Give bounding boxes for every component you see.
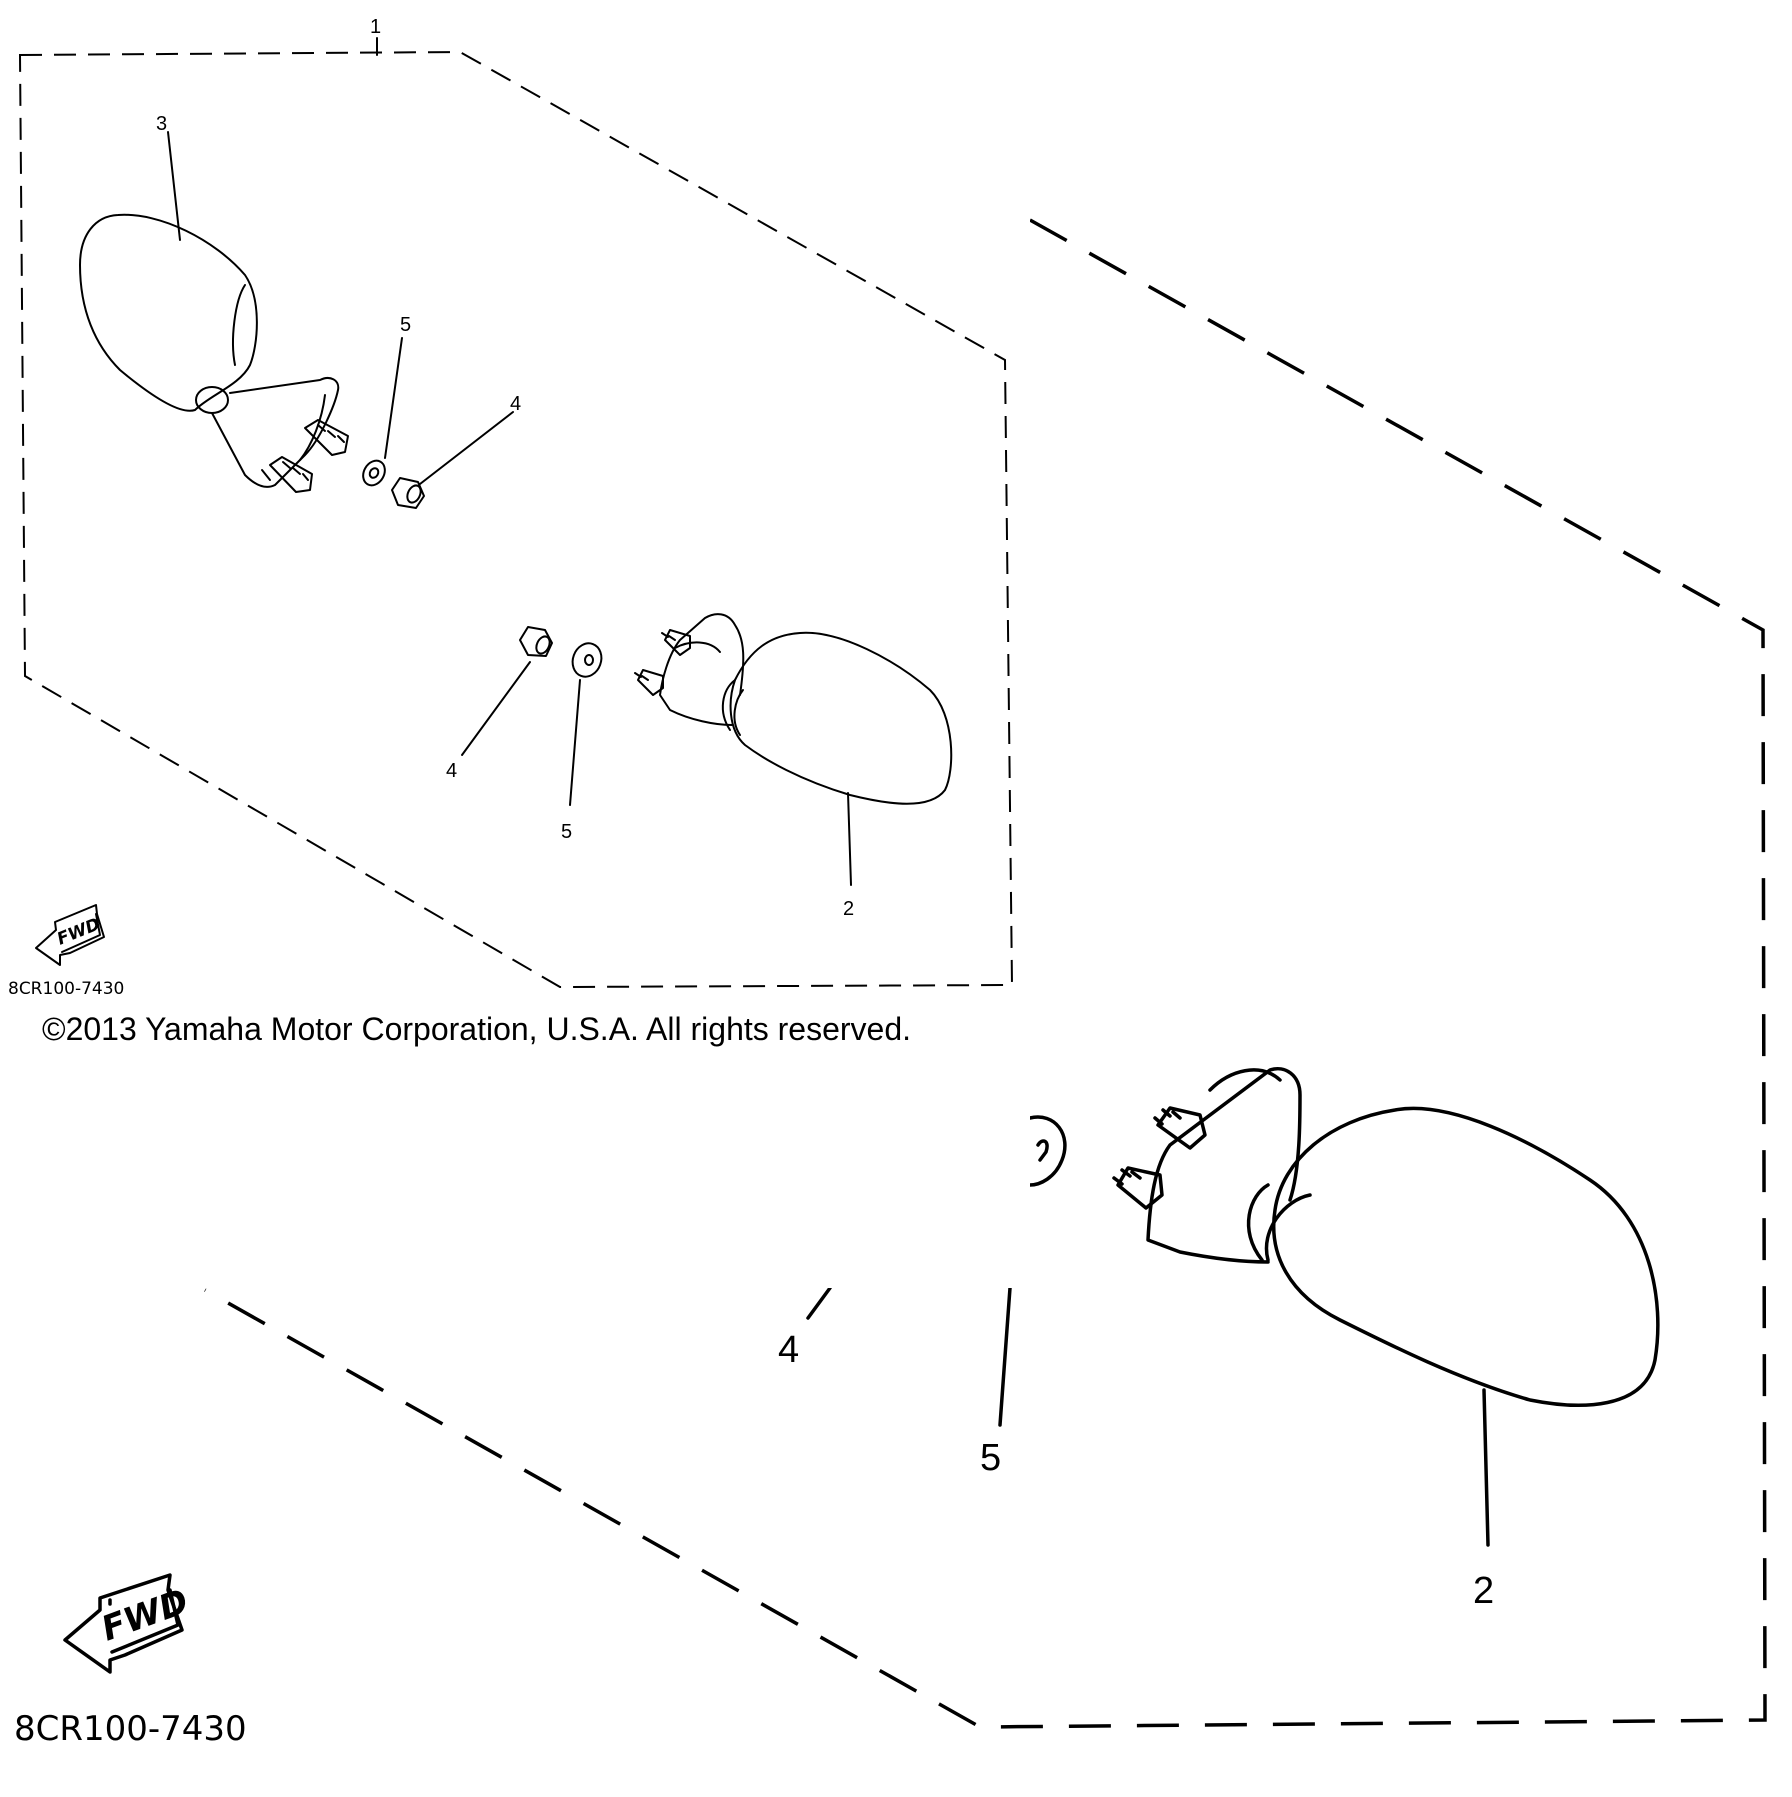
mirror-right-callout: 2 (843, 898, 854, 920)
washer-bottom (569, 642, 603, 806)
washer-top-callout: 5 (400, 314, 411, 336)
zoom-fwd-arrow-icon: FWD (63, 1573, 194, 1674)
mirror-left-callout: 3 (156, 113, 167, 135)
assembly-callout: 1 (370, 16, 381, 38)
zoomed-view: 4 5 2 FWD 8CR100-7430 (14, 218, 1767, 1749)
zoom-mirror-right (1112, 1067, 1660, 1547)
diagram-code: 8CR100-7430 (8, 979, 124, 999)
inset-view: 1 3 5 4 (8, 16, 1014, 1047)
nut-bottom-callout: 4 (446, 760, 457, 782)
copyright: ©2013 Yamaha Motor Corporation, U.S.A. A… (42, 1011, 911, 1047)
zoom-mirror-right-callout: 2 (1473, 1570, 1494, 1612)
washer-bottom-callout: 5 (561, 821, 572, 843)
nut-top-callout: 4 (510, 393, 521, 415)
nut-top (391, 411, 514, 509)
zoom-diagram-code: 8CR100-7430 (14, 1709, 247, 1749)
zoom-washer-callout: 5 (980, 1437, 1001, 1479)
zoom-washer (1028, 1115, 1067, 1187)
zoom-mirror-right-leader (1482, 1388, 1490, 1547)
washer-top (362, 337, 403, 487)
zoom-nut-callout: 4 (778, 1329, 799, 1371)
zoom-assembly-boundary (204, 218, 1767, 1729)
assembly-boundary (18, 50, 1014, 989)
zoom-nut-leader (806, 1286, 832, 1320)
mirror-right (634, 613, 953, 886)
nut-bottom (461, 626, 553, 756)
zoom-washer-leader (998, 1286, 1012, 1427)
mirror-left (79, 131, 349, 493)
